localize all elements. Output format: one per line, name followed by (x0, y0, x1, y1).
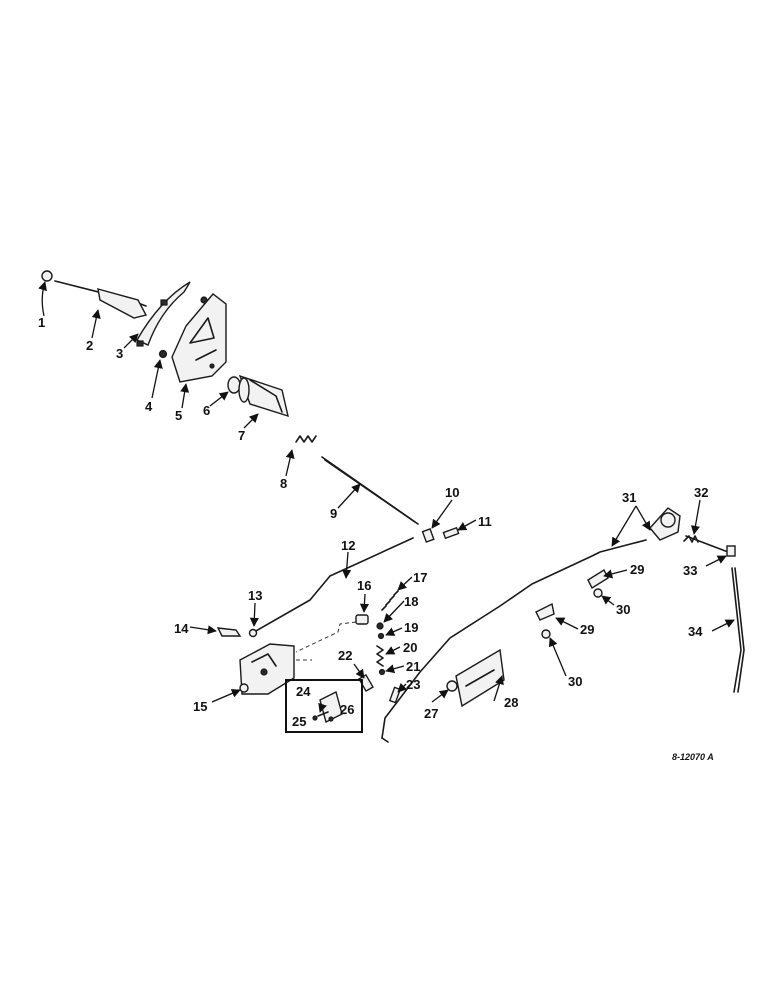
pin-part-4 (158, 296, 208, 359)
cover-plate-part-28 (455, 648, 505, 708)
callout-15: 15 (193, 699, 207, 714)
callout-1: 1 (38, 315, 45, 330)
cable-rod-part-31 (381, 539, 647, 743)
mounting-bracket-part-5 (171, 293, 227, 383)
callout-16: 16 (357, 578, 371, 593)
callout-22: 22 (338, 648, 352, 663)
callout-2: 2 (86, 338, 93, 353)
spring-part-8 (295, 435, 317, 443)
ball-part-18 (376, 622, 384, 630)
callout-25: 25 (292, 714, 306, 729)
callout-18: 18 (404, 594, 418, 609)
fitting-part-16 (355, 614, 369, 625)
ball-part-21 (378, 668, 386, 676)
link-rod-part-12 (253, 537, 414, 633)
callout-24: 24 (296, 684, 311, 699)
callout-31: 31 (622, 490, 636, 505)
callout-4: 4 (145, 399, 153, 414)
clevis-pin-part-11 (442, 526, 460, 540)
spring-arm-part-32 (683, 535, 729, 553)
callout-10: 10 (445, 485, 459, 500)
spring-part-20 (376, 645, 384, 667)
bellcrank-part-31 (649, 507, 681, 541)
rod-part-34 (731, 567, 745, 693)
callout-5: 5 (175, 408, 182, 423)
lever-part-14 (216, 627, 242, 637)
washer-part-6 (227, 376, 241, 394)
callout-17: 17 (413, 570, 427, 585)
callout-8: 8 (280, 476, 287, 491)
callout-34: 34 (688, 624, 703, 639)
callout-32: 32 (694, 485, 708, 500)
callout-23: 23 (406, 677, 420, 692)
ball-knob-part-1 (41, 270, 53, 282)
callout-13: 13 (248, 588, 262, 603)
drawing-code: 8-12070 A (672, 752, 714, 762)
rod-part-9 (321, 456, 419, 525)
callout-19: 19 (404, 620, 418, 635)
callout-33: 33 (683, 563, 697, 578)
callout-21: 21 (406, 659, 420, 674)
callout-28: 28 (504, 695, 518, 710)
callout-7: 7 (238, 428, 245, 443)
clip-part-29-lower (535, 602, 555, 639)
shaft-housing-part-7 (238, 374, 289, 418)
callout-29-lower: 29 (580, 622, 594, 637)
callout-labels: 1 2 3 4 5 6 7 8 9 10 11 12 13 14 15 16 1… (38, 315, 708, 729)
pin-part-13 (248, 628, 258, 638)
lever-handle-part-2 (54, 280, 148, 319)
callout-14: 14 (174, 621, 189, 636)
pin-part-33 (726, 545, 736, 557)
callout-3: 3 (116, 346, 123, 361)
spring-part-17 (381, 590, 399, 611)
callout-6: 6 (203, 403, 210, 418)
callout-26: 26 (340, 702, 354, 717)
callout-9: 9 (330, 506, 337, 521)
inset-box (285, 679, 363, 733)
callout-11: 11 (478, 514, 492, 529)
callout-30-upper: 30 (616, 602, 630, 617)
valve-body-part-15 (239, 643, 295, 695)
leader-lines (38, 281, 735, 713)
clevis-part-10 (421, 528, 435, 543)
grommet-part-27 (446, 680, 458, 692)
callout-12: 12 (341, 538, 355, 553)
callout-30-lower: 30 (568, 674, 582, 689)
ball-part-19 (377, 632, 385, 640)
callout-29-upper: 29 (630, 562, 644, 577)
callout-27: 27 (424, 706, 438, 721)
clip-part-29-upper (587, 568, 609, 598)
quadrant-plate-part-3 (136, 281, 191, 347)
callout-20: 20 (403, 640, 417, 655)
